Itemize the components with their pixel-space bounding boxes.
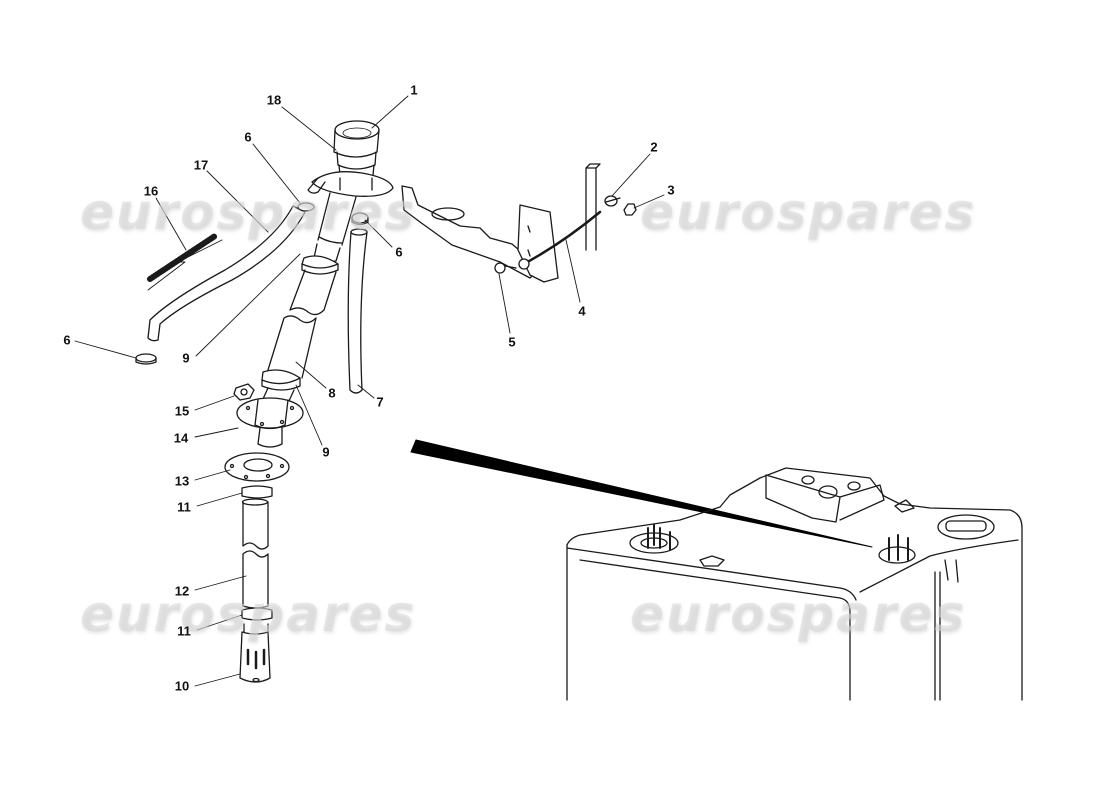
callout-12[interactable]: 12 — [174, 583, 190, 599]
fuel-tank — [566, 467, 1023, 701]
hose-clamp-6b — [351, 212, 369, 226]
hose-clamp-6a — [297, 202, 315, 212]
callout-18[interactable]: 18 — [266, 92, 282, 108]
filler-lower-pipe — [236, 387, 304, 448]
release-bracket — [401, 185, 559, 283]
callout-14[interactable]: 14 — [173, 430, 189, 446]
callout-11[interactable]: 11 — [177, 623, 191, 639]
callout-11[interactable]: 11 — [177, 499, 191, 515]
nut — [233, 383, 255, 401]
spring — [147, 233, 223, 291]
fuel-strainer — [239, 623, 271, 683]
callout-13[interactable]: 13 — [174, 473, 190, 489]
callout-9[interactable]: 9 — [322, 444, 330, 460]
callout-1[interactable]: 1 — [410, 82, 418, 98]
gasket — [224, 452, 290, 482]
connecting-hose — [241, 498, 269, 609]
callout-7[interactable]: 7 — [376, 394, 384, 410]
breather-hose — [147, 205, 306, 342]
hose-clamp-upper — [301, 255, 339, 275]
release-cable — [518, 210, 602, 270]
callout-15[interactable]: 15 — [174, 403, 190, 419]
callout-6[interactable]: 6 — [395, 244, 403, 260]
lock-nut — [623, 203, 637, 216]
bolt — [494, 262, 517, 274]
callout-9[interactable]: 9 — [182, 350, 190, 366]
callout-6[interactable]: 6 — [244, 129, 252, 145]
callout-16[interactable]: 16 — [143, 183, 159, 199]
leader-lines — [74, 95, 665, 687]
post-bracket — [585, 163, 601, 251]
filler-neck-flange — [307, 171, 394, 197]
vent-hose — [347, 228, 368, 394]
hose-clamp-lower — [261, 369, 301, 391]
hose-clamp-11-upper — [241, 485, 273, 499]
callout-6[interactable]: 6 — [63, 332, 71, 348]
callout-3[interactable]: 3 — [667, 182, 675, 198]
callout-5[interactable]: 5 — [508, 334, 516, 350]
hose-clamp-11-lower — [241, 607, 273, 621]
lever-washer — [604, 195, 621, 207]
hose-clamp-6c — [135, 353, 157, 365]
location-pointer — [410, 439, 873, 548]
callout-8[interactable]: 8 — [328, 385, 336, 401]
filler-cap — [333, 120, 380, 179]
filler-hose — [267, 269, 337, 379]
callout-2[interactable]: 2 — [650, 139, 658, 155]
callout-17[interactable]: 17 — [193, 157, 209, 173]
callout-10[interactable]: 10 — [174, 678, 190, 694]
callout-4[interactable]: 4 — [578, 303, 586, 319]
